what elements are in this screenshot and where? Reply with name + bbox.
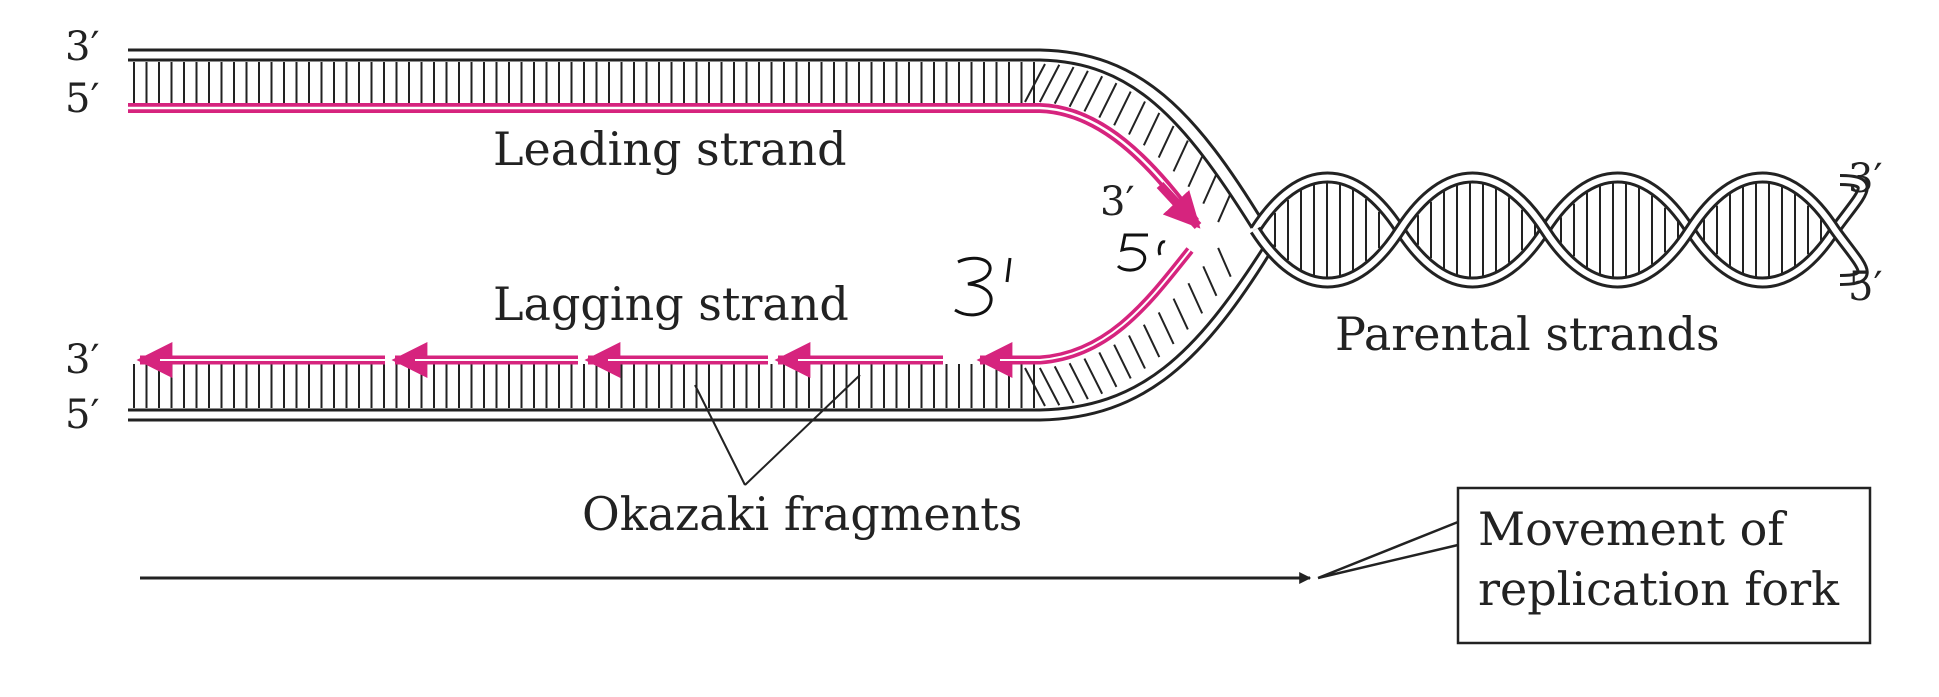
top-left-3prime: 3′ <box>65 24 100 70</box>
base-pair-rung <box>1038 367 1061 406</box>
parental-double-helix <box>1249 171 1869 289</box>
lagging-strand-label: Lagging strand <box>493 277 849 331</box>
base-pair-rung <box>1187 156 1204 188</box>
top-left-5prime: 5′ <box>65 76 100 122</box>
lagging-strand-okazaki-fragments <box>136 247 1194 378</box>
base-pair-rung <box>1083 358 1104 395</box>
base-pair-rung <box>1202 173 1218 205</box>
fork-movement-arrow <box>140 520 1459 584</box>
handwritten-5prime-mark: 5′ <box>1116 233 1166 272</box>
base-pair-rung <box>1083 75 1104 112</box>
base-pair-rung <box>1024 63 1046 103</box>
top-curve-rungs <box>1024 63 1232 223</box>
base-pair-rung <box>1142 112 1161 146</box>
bottom-template-strand <box>128 244 1277 422</box>
movement-label-box: Movement of replication fork <box>1456 486 1872 645</box>
handwritten-note: 3′ <box>955 309 957 311</box>
base-pair-rung <box>1038 64 1061 103</box>
base-pair-rung <box>1024 367 1046 407</box>
base-pair-rung <box>1217 247 1232 278</box>
base-pair-rung <box>1142 324 1161 358</box>
base-pair-rung <box>1128 101 1146 135</box>
okazaki-pointer-lines <box>694 374 861 486</box>
movement-label-line1: Movement of <box>1478 502 1787 556</box>
top-base-pair-rungs <box>133 62 1035 104</box>
base-pair-rung <box>1053 66 1075 105</box>
base-pair-rung <box>1113 344 1132 379</box>
bottom-curve-rungs <box>1024 247 1232 407</box>
right-5prime: 5′ <box>1848 264 1883 310</box>
right-3prime: 3′ <box>1848 156 1883 202</box>
base-pair-rung <box>1053 365 1075 404</box>
base-pair-rung <box>1068 70 1089 108</box>
base-pair-rung <box>1157 312 1175 345</box>
base-pair-rung <box>1098 351 1118 388</box>
bottom-left-5prime: 5′ <box>65 392 100 438</box>
top-template-strand <box>128 48 1267 229</box>
parental-strands-label: Parental strands <box>1335 307 1720 361</box>
fork-5prime: 5′ <box>1120 261 1122 263</box>
handwritten-3prime-mark: 3′ <box>954 256 1012 317</box>
leading-strand-label: Leading strand <box>493 122 847 176</box>
base-pair-rung <box>1068 362 1089 400</box>
fork-3prime: 3′ <box>1100 179 1135 225</box>
base-pair-rung <box>1202 265 1218 297</box>
okazaki-fragments-label: Okazaki fragments <box>582 487 1022 541</box>
base-pair-rung <box>1098 82 1118 119</box>
leading-strand-new-dna <box>128 103 1202 230</box>
base-pair-rung <box>1113 91 1132 126</box>
base-pair-rung <box>1128 335 1146 369</box>
base-pair-rung <box>1172 140 1189 172</box>
bottom-base-pair-rungs <box>133 364 1035 408</box>
okazaki-fragment-newest <box>976 247 1194 378</box>
base-pair-rung <box>1217 192 1232 223</box>
base-pair-rung <box>1172 298 1189 330</box>
base-pair-rung <box>1187 282 1204 314</box>
movement-label-line2: replication fork <box>1478 562 1840 616</box>
base-pair-rung <box>1157 125 1175 158</box>
bottom-left-3prime: 3′ <box>65 337 100 383</box>
